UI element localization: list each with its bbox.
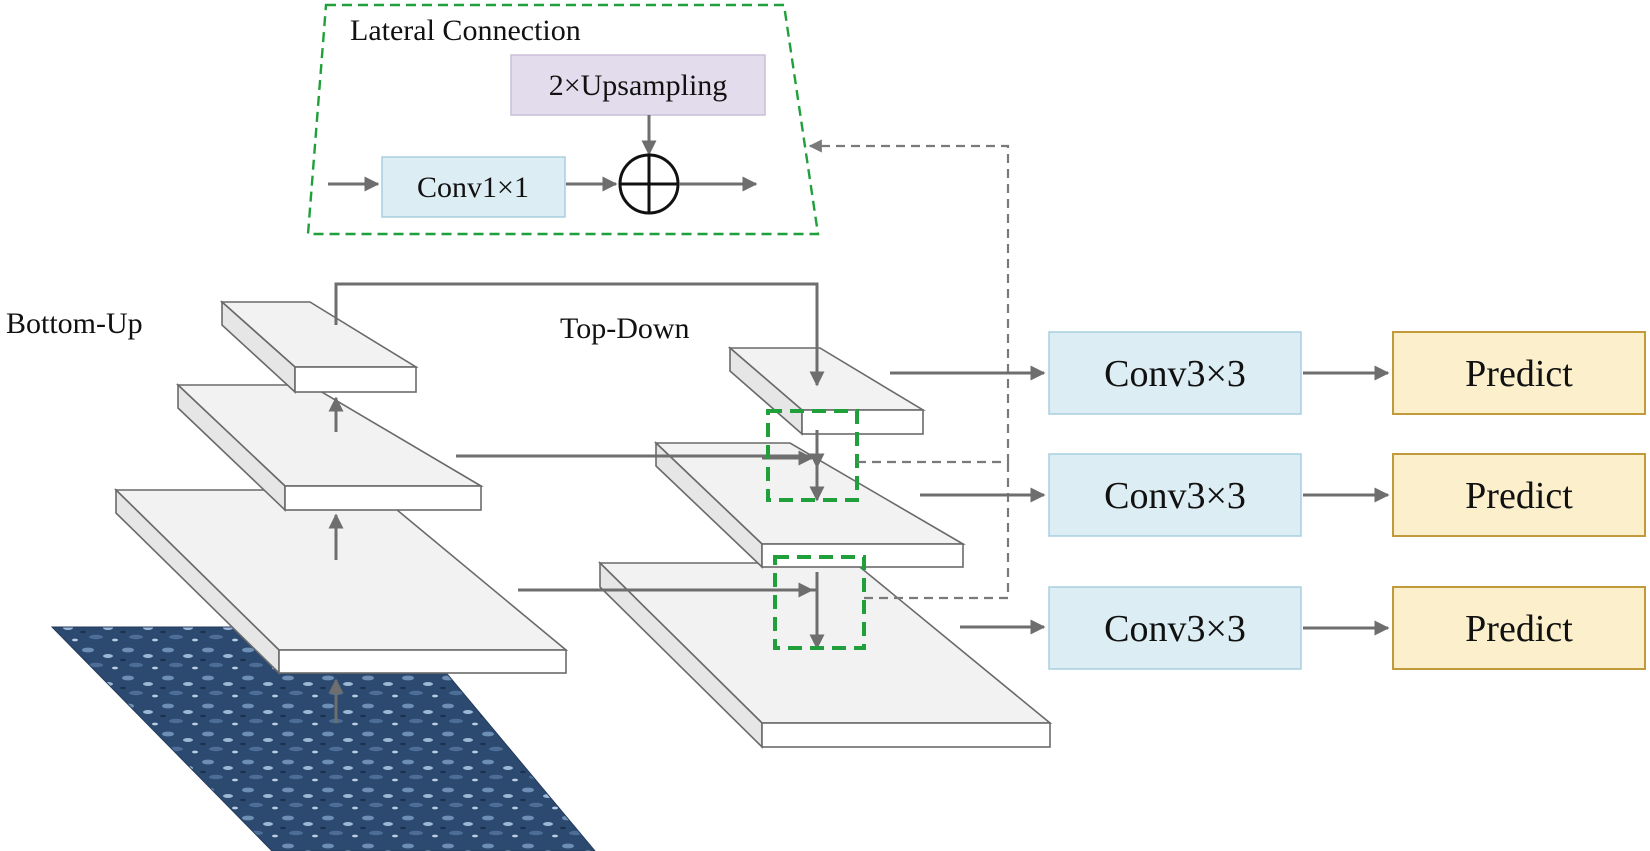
top-down-label: Top-Down (560, 312, 690, 345)
conv3x3-label-1: Conv3×3 (1104, 353, 1246, 395)
predict-box-3 (1392, 586, 1646, 670)
lateral-arrow-level3 (334, 282, 825, 387)
bottom-up-level-1 (114, 488, 569, 675)
predict-box-1 (1392, 331, 1646, 415)
conv3x3-box-3 (1048, 586, 1302, 670)
upsampling-box (510, 54, 766, 116)
bottom-up-level-3 (219, 300, 419, 394)
callout-upper (808, 139, 1010, 464)
merge-highlight-upper (766, 409, 859, 502)
top-down-level-1 (598, 561, 1053, 749)
predict-label-2: Predict (1465, 475, 1573, 517)
callout-lower (864, 462, 1010, 600)
predict-label-1: Predict (1465, 353, 1573, 395)
conv3x3-box-1 (1048, 331, 1302, 415)
predict-label-3: Predict (1465, 608, 1573, 650)
conv3x3-box-2 (1048, 453, 1302, 537)
conv1x1-label: Conv1×1 (417, 171, 529, 204)
merge-highlight-lower (773, 555, 866, 650)
lateral-connection-panel: Lateral Connection 2×Upsampling Conv1×1 (306, 3, 820, 236)
lateral-connection-title: Lateral Connection (350, 14, 581, 47)
predict-box-2 (1392, 453, 1646, 537)
conv3x3-label-3: Conv3×3 (1104, 608, 1246, 650)
head-2: Conv3×3 Predict (1048, 453, 1646, 537)
top-down-level-2 (654, 441, 966, 569)
conv3x3-label-2: Conv3×3 (1104, 475, 1246, 517)
lateral-connection-border (306, 3, 820, 236)
upsampling-label: 2×Upsampling (549, 69, 728, 102)
top-down-level-3 (727, 346, 926, 436)
conv1x1-box (381, 156, 566, 218)
head-1: Conv3×3 Predict (1048, 331, 1646, 415)
head-3: Conv3×3 Predict (1048, 586, 1646, 670)
elementwise-sum-icon (618, 153, 680, 215)
bottom-up-level-2 (175, 383, 484, 512)
bottom-up-label: Bottom-Up (6, 307, 143, 340)
